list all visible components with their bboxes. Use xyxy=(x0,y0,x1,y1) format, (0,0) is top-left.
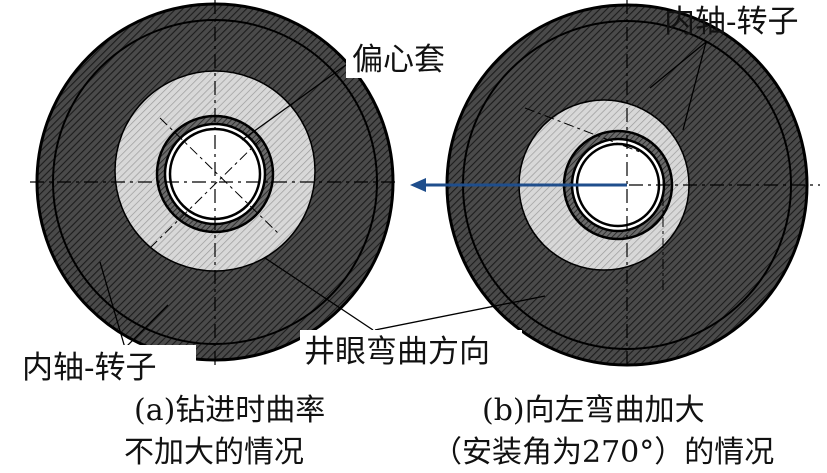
label-inner-shaft-rotor-top: 内轴-转子 xyxy=(664,4,798,40)
label-bg-eccentric xyxy=(346,40,452,78)
figure-b xyxy=(374,0,820,368)
leader-rotor-b2 xyxy=(682,41,707,131)
leader-rotor-b1 xyxy=(649,41,707,89)
centerline-diag2-a xyxy=(149,137,263,249)
caption-b-line1: (b)向左弯曲加大 xyxy=(482,393,705,428)
leader-bend-a xyxy=(264,257,374,331)
label-eccentric-sleeve: 偏心套 xyxy=(352,42,445,78)
caption-a-line1: (a)钻进时曲率 xyxy=(134,393,325,428)
leader-rotor-a1 xyxy=(124,304,169,349)
bend-direction-arrowhead xyxy=(410,178,426,192)
leader-eccentric-a xyxy=(241,61,351,141)
label-bg-bend xyxy=(300,330,522,372)
label-inner-shaft-rotor-bottom: 内轴-转子 xyxy=(22,350,156,386)
centerline-diag1-a xyxy=(159,117,281,236)
figure-a xyxy=(30,0,398,365)
caption-b-line2: （安装角为270°）的情况 xyxy=(432,435,774,470)
label-bg-rotor-bottom xyxy=(18,345,196,387)
leader-rotor-a2 xyxy=(99,261,126,349)
caption-a-line2: 不加大的情况 xyxy=(124,435,304,470)
label-borehole-bend-direction: 井眼弯曲方向 xyxy=(304,334,490,370)
leader-bend-b xyxy=(374,295,546,331)
